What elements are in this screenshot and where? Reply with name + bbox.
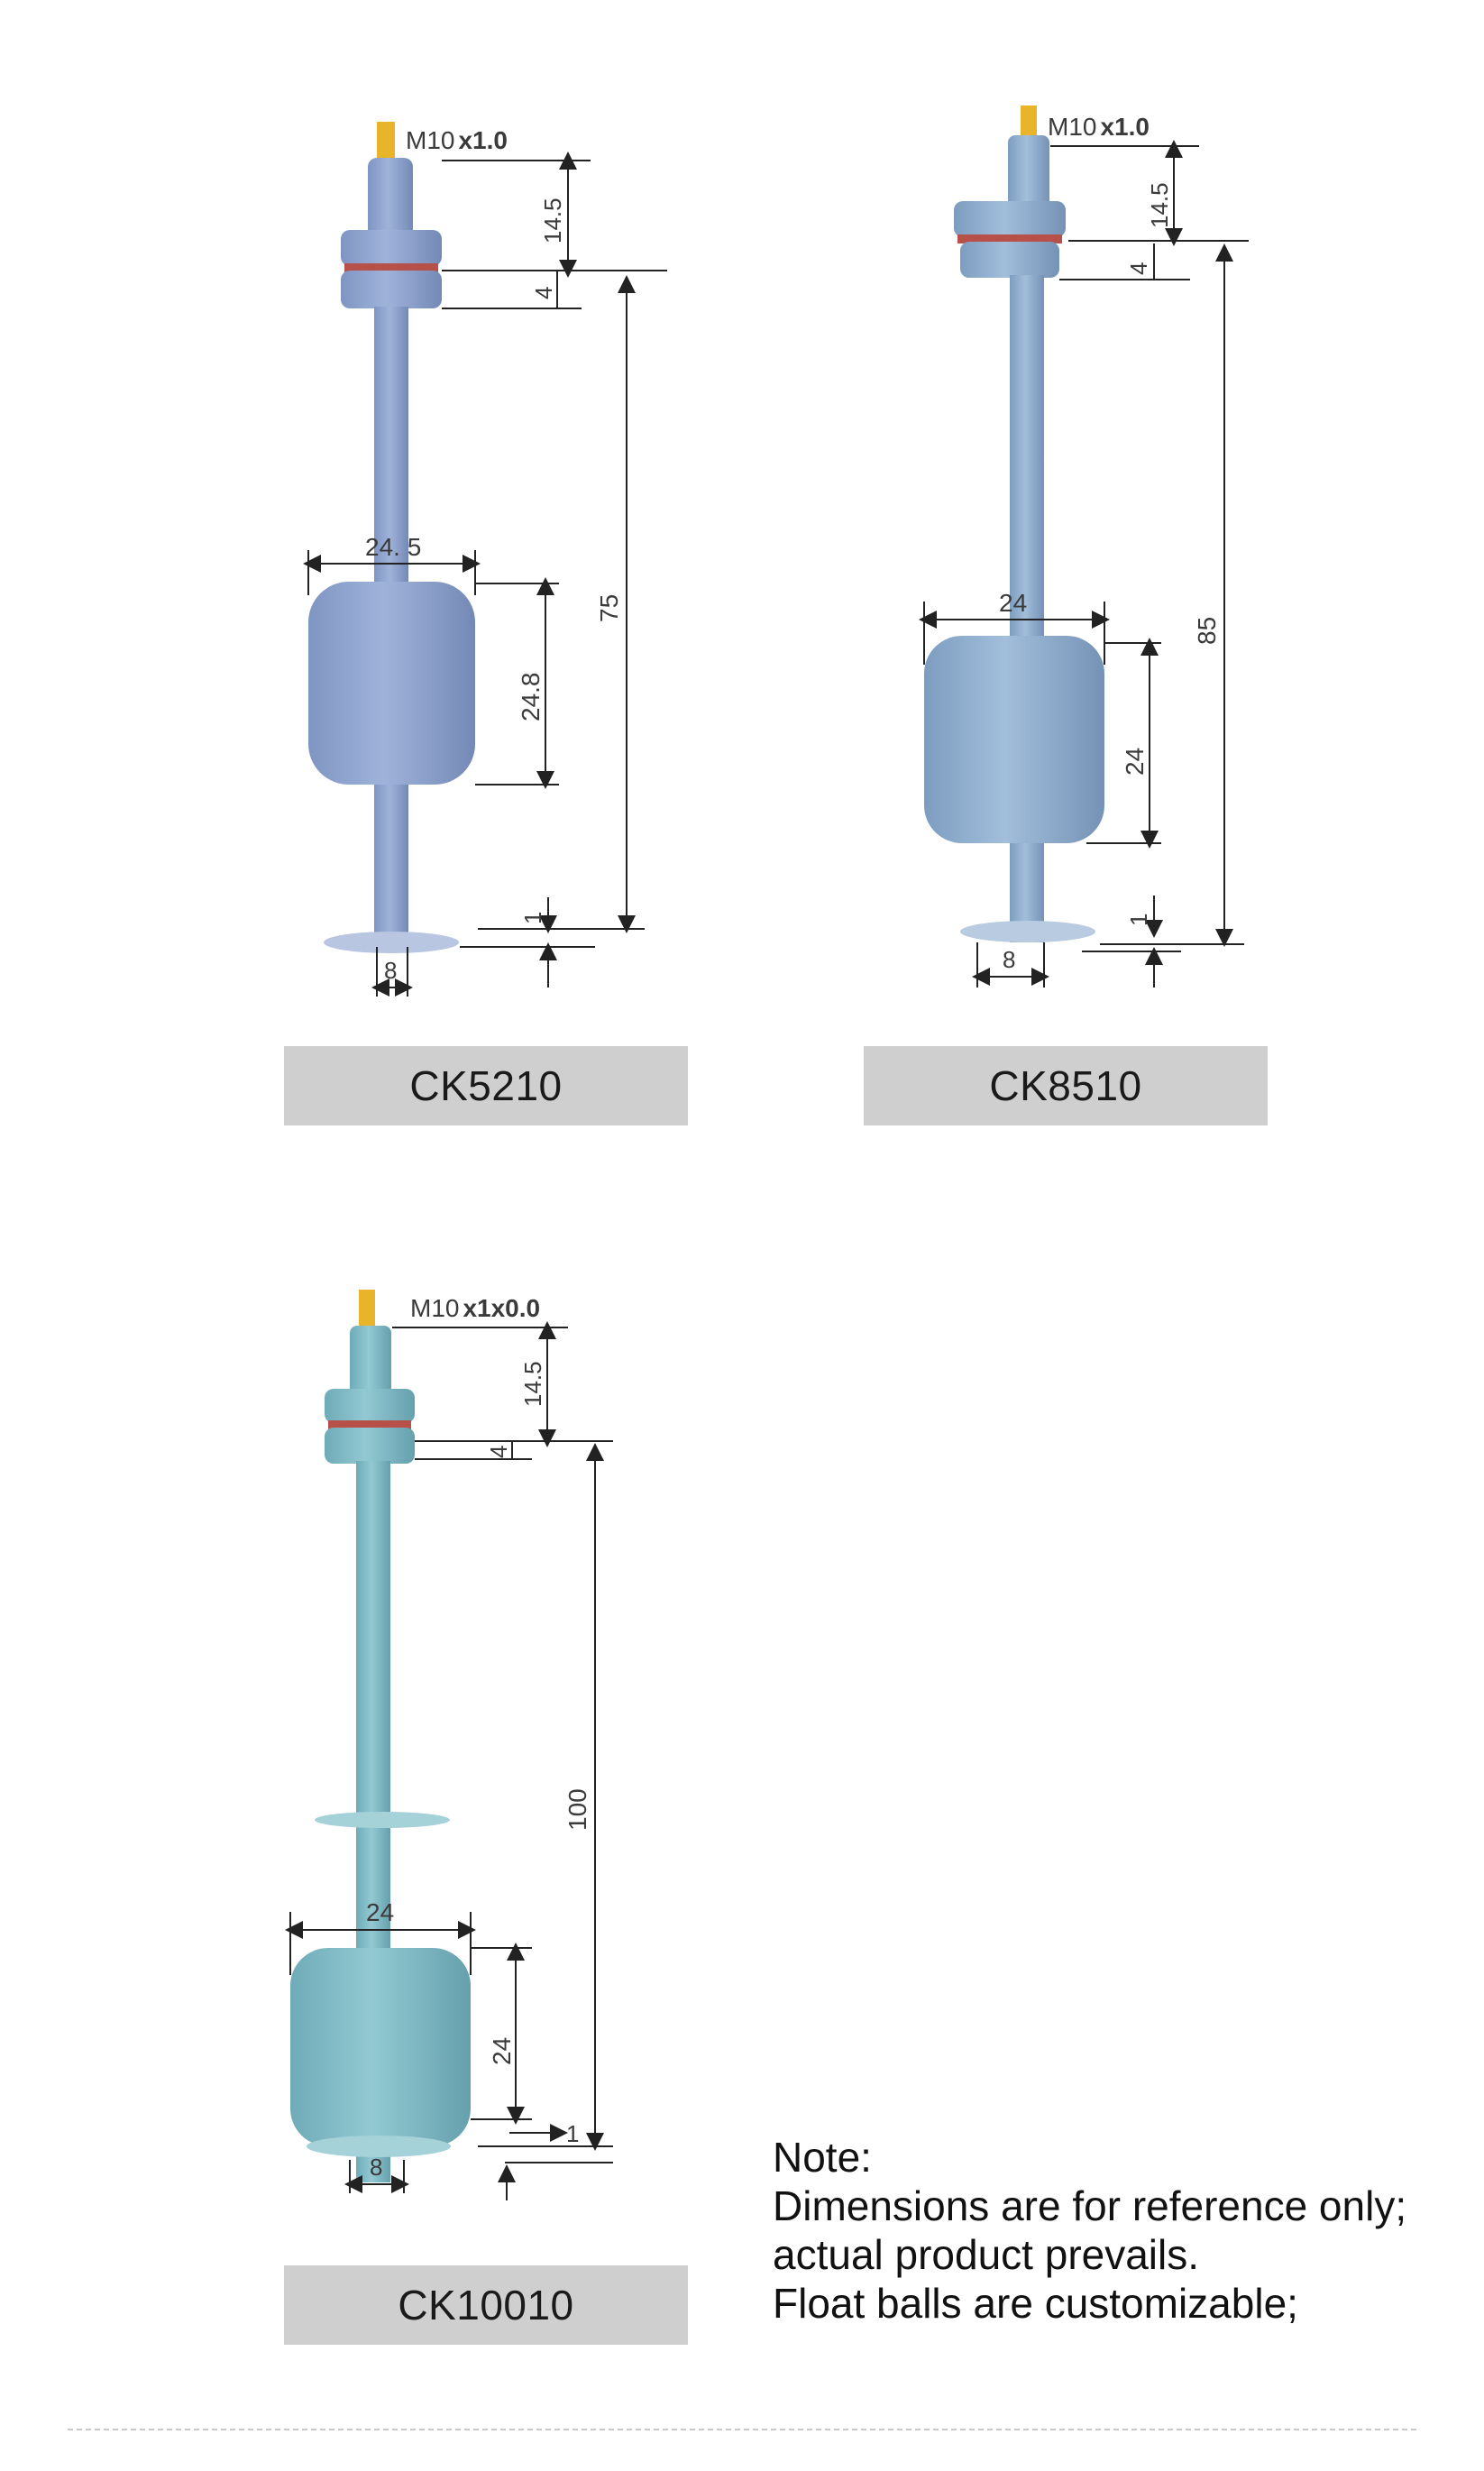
dim-thread-len: 14.5: [519, 1361, 546, 1407]
dim-total-length: 75: [595, 594, 623, 622]
seal-ring: [957, 234, 1062, 243]
dim-base-width: 8: [370, 2154, 382, 2181]
note-block: Note: Dimensions are for reference only;…: [773, 2133, 1476, 2328]
wire: [377, 122, 395, 162]
nut-upper: [341, 230, 442, 266]
float-ball: [924, 636, 1104, 843]
thread: [368, 158, 413, 248]
note-heading: Note:: [773, 2134, 872, 2181]
nut-lower: [960, 242, 1059, 278]
dim-float-height: 24.8: [517, 673, 545, 722]
dim-nut-height: 4: [530, 287, 557, 299]
model-label-ck10010: CK10010: [284, 2265, 688, 2345]
dim-float-width: 24: [999, 589, 1027, 617]
dim-total-length: 100: [563, 1788, 591, 1831]
base-flange: [960, 921, 1095, 942]
thread: [1008, 135, 1049, 216]
dim-base-width: 8: [1003, 946, 1015, 973]
dim-thread-len: 14.5: [539, 197, 566, 243]
dim-nut-height: 4: [1125, 262, 1152, 275]
wire: [1021, 106, 1037, 142]
float-ball: [308, 582, 475, 785]
float-ball: [290, 1948, 471, 2146]
note-line-2: actual product prevails.: [773, 2231, 1200, 2278]
seal-ring: [344, 263, 438, 272]
dim-float-height: 24: [488, 2037, 516, 2065]
dim-total-length: 85: [1193, 617, 1221, 645]
stop-ring: [315, 1812, 450, 1828]
base-flange: [324, 932, 459, 953]
dim-bottom-gap: 1: [1125, 914, 1152, 926]
dim-bottom-gap: 1: [566, 2120, 579, 2147]
dim-thread-len: 14.5: [1146, 182, 1173, 228]
dim-bottom-gap: 1: [519, 912, 546, 924]
nut-lower: [325, 1428, 415, 1464]
dim-base-width: 8: [384, 957, 397, 984]
nut-upper: [954, 201, 1066, 237]
nut-upper: [325, 1389, 415, 1423]
dim-float-width: 24: [366, 1898, 394, 1926]
dashed-divider: [68, 2429, 1416, 2430]
note-line-3: Float balls are customizable;: [773, 2280, 1298, 2327]
thread: [350, 1326, 391, 1407]
dim-float-height: 24: [1121, 748, 1149, 776]
nut-lower: [341, 271, 442, 308]
model-label-ck5210: CK5210: [284, 1046, 688, 1125]
wire: [359, 1290, 375, 1330]
note-line-1: Dimensions are for reference only;: [773, 2182, 1407, 2229]
base-flange: [307, 2136, 451, 2157]
dim-nut-height: 4: [485, 1446, 512, 1458]
seal-ring: [328, 1420, 411, 1429]
dim-float-width: 24. 5: [365, 533, 421, 561]
model-label-ck8510: CK8510: [864, 1046, 1268, 1125]
